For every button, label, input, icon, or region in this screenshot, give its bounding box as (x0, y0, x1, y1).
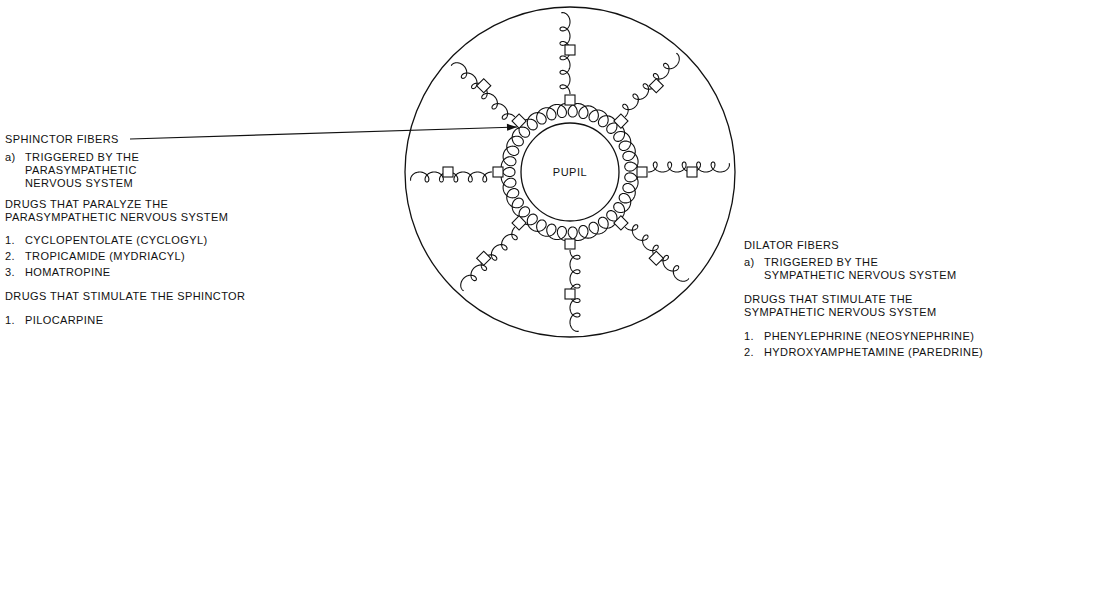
text-line: TRIGGERED BY THE (764, 256, 957, 269)
fiber-junction (477, 79, 491, 93)
pupil-circle: PUPIL (520, 122, 620, 222)
fiber-junction (614, 114, 628, 128)
iris-outline (405, 7, 735, 337)
label-text: TROPICAMIDE (MYDRIACYL) (25, 250, 185, 263)
label-text: PHENYLEPHRINE (NEOSYNEPHRINE) (764, 330, 974, 343)
dilator-coil (625, 225, 689, 282)
label-text: 1. (744, 330, 754, 343)
text-line: TRIGGERED BY THE (25, 151, 139, 164)
leader-arrowhead (507, 124, 517, 131)
label-text: CYCLOPENTOLATE (CYCLOGYL) (25, 234, 208, 247)
label-text: HYDROXYAMPHETAMINE (PAREDRINE) (764, 346, 983, 359)
dilator-coil (623, 53, 680, 117)
fiber-junction (565, 45, 575, 55)
label-text: 2. (5, 250, 15, 263)
label-text: 1. (5, 234, 15, 247)
label-text: SPHINCTOR FIBERS (5, 133, 119, 146)
text-line: PARASYMPATHETIC NERVOUS SYSTEM (5, 211, 228, 224)
fiber-junction (512, 114, 526, 128)
dilator-coil (461, 227, 518, 291)
label-block: DRUGS THAT PARALYZE THE PARASYMPATHETIC … (5, 198, 228, 224)
node-label: PUPIL (553, 166, 587, 178)
label-text: a) (5, 151, 16, 164)
dilator-fibers (411, 13, 730, 332)
text-line: DRUGS THAT PARALYZE THE (5, 198, 228, 211)
pupil-outline (521, 123, 619, 221)
label-block: DRUGS THAT STIMULATE THE SYMPATHETIC NER… (744, 293, 937, 319)
fiber-junction (493, 167, 503, 177)
label-text: a) (744, 256, 755, 269)
label-text: PILOCARPINE (25, 314, 103, 327)
text-line: PARASYMPATHETIC (25, 164, 139, 177)
sphincter-fibers (501, 103, 639, 241)
dilator-coil (451, 63, 515, 120)
text-line: SYMPATHETIC NERVOUS SYSTEM (764, 269, 957, 282)
fiber-junction (443, 167, 453, 177)
fiber-junction (565, 289, 575, 299)
label-text: 2. (744, 346, 754, 359)
label-block: TRIGGERED BY THE SYMPATHETIC NERVOUS SYS… (764, 256, 957, 282)
fiber-junction (565, 239, 575, 249)
fiber-junction (649, 79, 663, 93)
fiber-junction (512, 216, 526, 230)
fiber-junction (649, 251, 663, 265)
fiber-junction (637, 167, 647, 177)
text-line: DRUGS THAT STIMULATE THE (744, 293, 937, 306)
fiber-junction (565, 95, 575, 105)
label-text: HOMATROPINE (25, 266, 110, 279)
label-text: DRUGS THAT STIMULATE THE SPHINCTOR (5, 290, 245, 303)
fiber-junction (687, 167, 697, 177)
label-text: DILATOR FIBERS (744, 239, 839, 252)
label-text: 1. (5, 314, 15, 327)
text-line: NERVOUS SYSTEM (25, 177, 139, 190)
label-text: 3. (5, 266, 15, 279)
fiber-junction (614, 216, 628, 230)
text-line: SYMPATHETIC NERVOUS SYSTEM (744, 306, 937, 319)
leader-line (130, 127, 517, 139)
fiber-junction (477, 251, 491, 265)
label-block: TRIGGERED BY THE PARASYMPATHETIC NERVOUS… (25, 151, 139, 190)
